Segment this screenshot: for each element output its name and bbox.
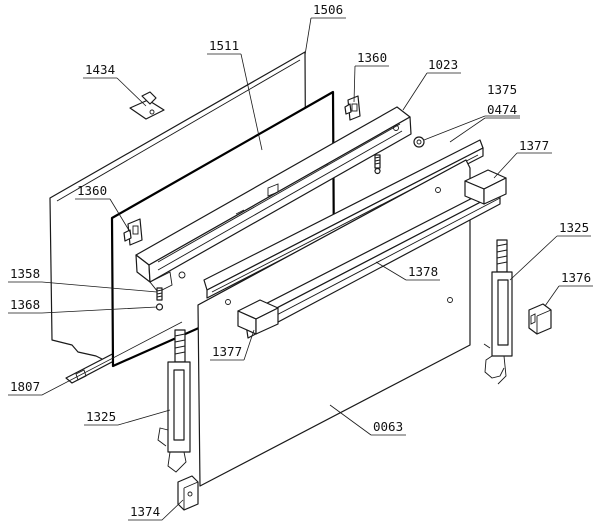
callout-1377-left: 1377 <box>212 344 242 359</box>
callout-1511: 1511 <box>209 38 239 53</box>
callout-0474: 0474 <box>487 102 517 117</box>
callout-1325-right: 1325 <box>559 220 589 235</box>
washer <box>413 136 425 148</box>
callout-1023: 1023 <box>428 57 458 72</box>
left-hinge <box>157 329 191 473</box>
top-clip <box>344 95 361 121</box>
right-hinge <box>483 239 513 385</box>
leader-lines <box>8 17 593 521</box>
callout-1325-left: 1325 <box>86 409 116 424</box>
long-channel-bracket <box>135 106 412 293</box>
callout-1374: 1374 <box>130 504 160 519</box>
door-screw-washer <box>155 303 164 311</box>
callout-1368: 1368 <box>10 297 40 312</box>
callout-1375: 1375 <box>487 82 517 97</box>
callout-labels: 1506 1511 1434 1360 1023 1375 0474 1377 … <box>10 2 591 519</box>
handle-end-cap-right <box>464 169 507 205</box>
channel-screw <box>374 154 381 175</box>
callout-1807: 1807 <box>10 379 40 394</box>
callout-1358: 1358 <box>10 266 40 281</box>
door-screw <box>156 287 163 301</box>
inner-glass-frame <box>203 139 484 299</box>
callout-1376: 1376 <box>561 270 591 285</box>
callout-1360-top: 1360 <box>357 50 387 65</box>
handle-bar <box>237 187 501 339</box>
callout-0063: 0063 <box>373 419 403 434</box>
callout-1377-right: 1377 <box>519 138 549 153</box>
catch-piece <box>528 303 552 335</box>
small-bracket <box>129 91 165 120</box>
bottom-clip <box>177 475 199 511</box>
callout-1378: 1378 <box>408 264 438 279</box>
left-clip <box>123 218 143 246</box>
callout-1434: 1434 <box>85 62 115 77</box>
callout-1360-left: 1360 <box>77 183 107 198</box>
handle-end-cap-left <box>237 299 279 335</box>
callout-1506: 1506 <box>313 2 343 17</box>
